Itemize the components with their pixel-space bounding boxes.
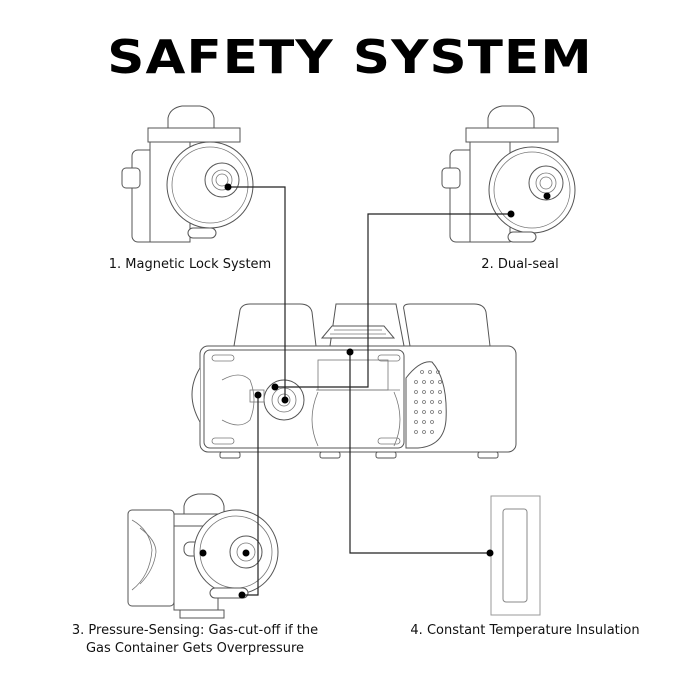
feature-label-magnetic-lock: 1. Magnetic Lock System [108, 257, 272, 272]
callout-dot-dual-seal-stove [271, 383, 279, 391]
portable-stove-illustration [191, 303, 517, 459]
callout-dot-magnetic-lock-valve [224, 183, 232, 191]
connector-line-dual-seal [275, 213, 511, 388]
valve-illustration-pressure-sensing [127, 493, 279, 619]
callout-dot-dual-seal-valve-outer [507, 210, 515, 218]
callout-dot-pressure-sensing-valve-center [242, 549, 250, 557]
valve-illustration-magnetic-lock [121, 105, 254, 243]
connector-line-pressure-sensing [242, 395, 259, 596]
page-title: SAFETY SYSTEM [107, 30, 593, 84]
feature-label-dual-seal: 2. Dual-seal [481, 257, 559, 272]
feature-label-pressure-sensing-line1: 3. Pressure-Sensing: Gas-cut-off if the [71, 623, 319, 638]
callout-dot-magnetic-lock-stove [281, 396, 289, 404]
callout-dot-dual-seal-valve-inner [543, 192, 551, 200]
insulation-panel-illustration [490, 495, 541, 616]
callout-dot-pressure-sensing-valve-left [199, 549, 207, 557]
connector-line-insulation [349, 352, 490, 554]
connector-line-magnetic-lock [228, 186, 286, 400]
feature-label-insulation: 4. Constant Temperature Insulation [410, 623, 640, 638]
callout-dot-insulation-stove [346, 348, 354, 356]
feature-label-pressure-sensing-line2: Gas Container Gets Overpressure [85, 641, 305, 656]
valve-illustration-dual-seal [441, 105, 576, 243]
callout-dot-pressure-sensing-valve-bottom [238, 591, 246, 599]
callout-dot-insulation-panel [486, 549, 494, 557]
callout-dot-pressure-sensing-stove [254, 391, 262, 399]
